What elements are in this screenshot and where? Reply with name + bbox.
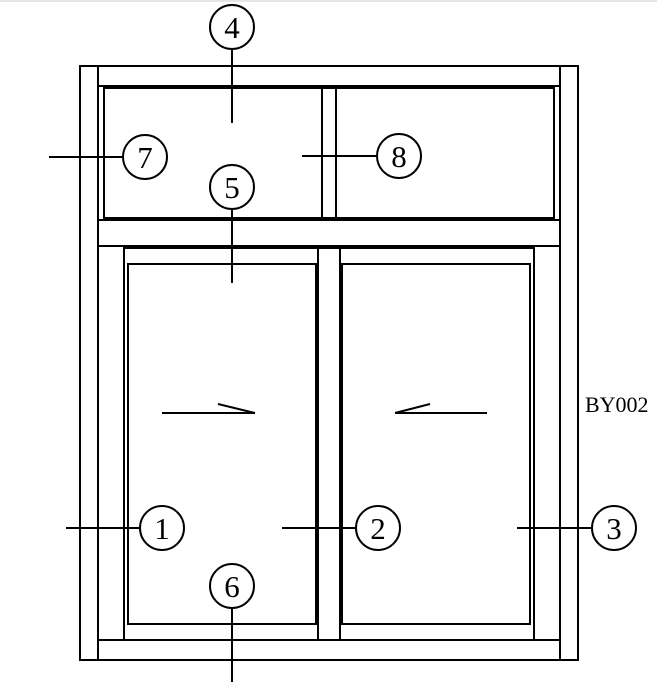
meeting-stile [317, 247, 341, 641]
callout-6: 6 [209, 563, 255, 609]
svg-text:6: 6 [224, 569, 240, 604]
callout-5: 5 [209, 164, 255, 210]
svg-text:1: 1 [154, 511, 170, 546]
callout-2: 2 [355, 505, 401, 551]
callout-4: 4 [209, 4, 255, 50]
callout-1: 1 [139, 505, 185, 551]
top-border-line [0, 0, 657, 2]
slide-right-arrow-icon [162, 403, 256, 414]
right-sash-glass [341, 263, 531, 625]
callout-8: 8 [376, 133, 422, 179]
callout-7: 7 [122, 134, 168, 180]
slide-left-arrow-icon [394, 403, 487, 414]
transom-bar [97, 219, 561, 247]
svg-text:7: 7 [137, 140, 153, 175]
svg-text:5: 5 [224, 170, 240, 205]
callout-3: 3 [591, 505, 637, 551]
transom-mullion [321, 87, 337, 219]
left-sash-glass [127, 263, 317, 625]
svg-text:4: 4 [224, 10, 240, 45]
svg-text:3: 3 [606, 511, 622, 546]
drawing-code: BY002 [585, 392, 649, 417]
svg-text:8: 8 [391, 139, 407, 174]
svg-text:2: 2 [370, 511, 386, 546]
